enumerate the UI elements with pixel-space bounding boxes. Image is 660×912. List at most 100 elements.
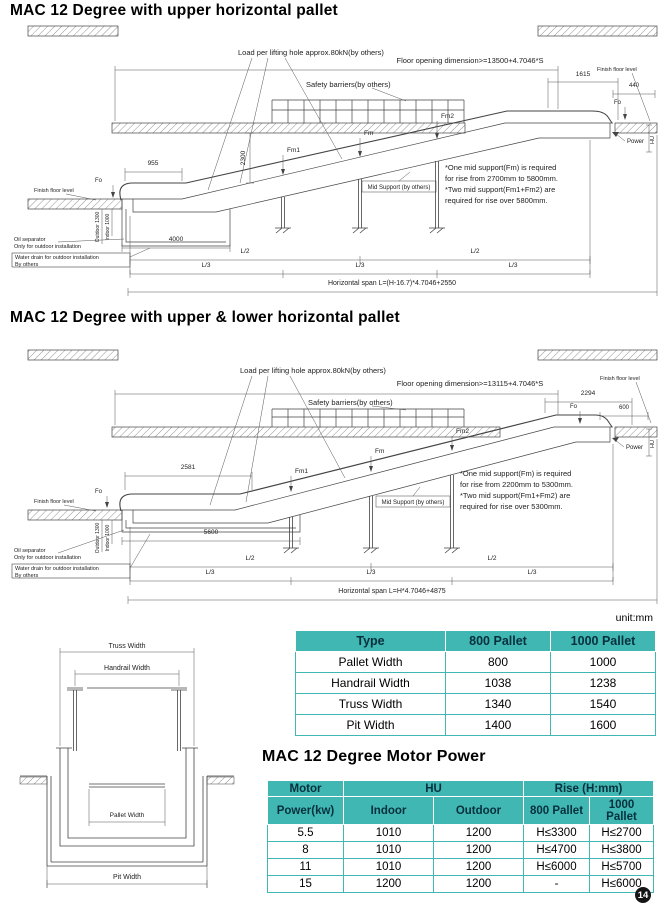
handrail-posts: [67, 687, 187, 751]
dim-label-l3-a: L/3: [205, 569, 214, 576]
fm-label: Fm: [375, 448, 384, 455]
table-row-pallet-width: Pallet Width 800 1000: [295, 651, 656, 673]
water-drain-line2: By others: [15, 573, 38, 579]
deck-line: [122, 426, 613, 511]
cell-value: 1340: [445, 693, 551, 715]
horizontal-span-label: Horizontal span L=H*4.7046+4875: [338, 588, 446, 595]
oil-separator-line1: Oil separator: [14, 237, 46, 243]
cell-outdoor: 1200: [433, 875, 524, 893]
cross-section-dimension-lines: [46, 648, 208, 888]
note-line-3: *Two mid support(Fm1+Fm2) are: [460, 491, 570, 500]
cell-indoor: 1010: [343, 841, 434, 859]
motor-power-table: Motor HU Rise (H:mm) Power(kw) Indoor Ou…: [267, 780, 655, 893]
note-line-1: *One mid support(Fm) is required: [445, 163, 556, 172]
motor-header-row-1: Motor HU Rise (H:mm): [267, 780, 655, 797]
finish-floor-level-right: Finish floor level: [600, 376, 640, 382]
page-number: 14: [637, 889, 649, 901]
dim-label-1615: 1615: [576, 71, 591, 78]
safety-barrier: [271, 99, 465, 123]
cell-value: 1600: [550, 714, 656, 736]
motor-header-row-2: Power(kw) Indoor Outdoor 800 Pallet 1000…: [267, 796, 655, 825]
power-arrowhead: [612, 437, 619, 442]
motor-row-5-5: 5.5 1010 1200 H≤3300 H≤2700: [267, 824, 655, 842]
diagram1-dimension-lines: [57, 57, 658, 296]
cell-indoor: 1010: [343, 858, 434, 876]
table-row-pit-width: Pit Width 1400 1600: [295, 714, 656, 736]
ceiling-slab-left: [27, 349, 119, 361]
cell-label: Handrail Width: [295, 672, 446, 694]
truss-bottom-line: [132, 427, 611, 524]
motor-header-power: Power(kw): [267, 796, 344, 825]
cell-rise-800: H≤4700: [523, 841, 590, 859]
hu-label: HU: [650, 440, 656, 448]
hu-label: HU: [650, 136, 656, 144]
cell-outdoor: 1200: [433, 824, 524, 842]
floor-hatch-left: [19, 776, 48, 785]
cell-rise-1000: H≤5700: [588, 858, 655, 876]
truss-width-label: Truss Width: [108, 643, 145, 650]
pit-depth-dims: [101, 520, 113, 552]
fo-left-arrowhead: [105, 502, 109, 508]
pit-depth-outdoor-label: Outdoor 1300: [95, 211, 101, 242]
power-arrowhead: [612, 132, 619, 137]
span-chains: [127, 439, 658, 604]
note-line-4: required for rise over 5300mm.: [460, 502, 563, 511]
support-fm-post: [363, 496, 379, 554]
upper-landing-slab: [614, 426, 658, 438]
cell-power: 5.5: [267, 824, 344, 842]
dim-label-l3-c: L/3: [527, 569, 536, 576]
support-fm1-post: [275, 197, 291, 234]
load-label: Load per lifting hole approx.80kN(by oth…: [240, 366, 386, 375]
ceiling-slab-right: [537, 25, 658, 37]
power-label: Power: [627, 139, 644, 145]
floor-opening-label: Floor opening dimension>=13500+4.7046*S: [397, 56, 544, 65]
lower-floor-slab: [27, 509, 123, 521]
motor-row-15: 15 1200 1200 - H≤6000: [267, 875, 655, 893]
fo-left-label: Fo: [95, 178, 103, 184]
fm1-label: Fm1: [287, 147, 300, 154]
support-fm-post: [352, 179, 368, 234]
power-label: Power: [626, 445, 643, 451]
pit-depth-dims: [101, 209, 113, 244]
dim-2300: [246, 132, 254, 184]
cross-section-structure: [19, 687, 235, 867]
fo-left-arrowhead: [111, 192, 115, 198]
section1-title: MAC 12 Degree with upper horizontal pall…: [10, 2, 338, 19]
note-line-3: *Two mid support(Fm1+Fm2) are: [445, 185, 555, 194]
cell-rise-1000: H≤2700: [588, 824, 655, 842]
dim-1615: [547, 78, 619, 120]
upper-floor-slab: [111, 122, 466, 134]
ceiling-slab-right: [537, 349, 658, 361]
table-row-truss-width: Truss Width 1340 1540: [295, 693, 656, 715]
safety-barriers-label: Safety barriers(by others): [308, 398, 393, 407]
cell-power: 11: [267, 858, 344, 876]
water-drain-line2: By others: [15, 262, 38, 268]
dim-header-type: Type: [295, 630, 446, 652]
dim-label-5600: 5600: [204, 529, 219, 536]
cell-rise-800: H≤6000: [523, 858, 590, 876]
upper-floor-slab: [111, 426, 501, 438]
span-chains: [127, 135, 658, 296]
dimension-table: Type 800 Pallet 1000 Pallet Pallet Width…: [295, 630, 656, 736]
dim-2581: [124, 472, 253, 490]
motor-header-rise-800: 800 Pallet: [523, 796, 590, 825]
dim-label-l2-b: L/2: [487, 555, 496, 562]
oil-separator-line2: Only for outdoor installation: [14, 244, 81, 250]
horizontal-span-label: Horizontal span L=(H-16.7)*4.7046+2550: [328, 280, 456, 287]
diagram1-structure: [11, 25, 658, 268]
truss-u-channel: [56, 747, 198, 847]
fo-right-label: Fo: [614, 100, 622, 106]
dimension-table-header-row: Type 800 Pallet 1000 Pallet: [295, 630, 656, 652]
handrail-width-dim: [74, 670, 180, 686]
dim-label-l3-b: L/3: [355, 262, 364, 269]
dim-label-l2-b: L/2: [470, 248, 479, 255]
cell-label: Pit Width: [295, 714, 446, 736]
dim-label-l3-b: L/3: [366, 569, 375, 576]
finish-floor-level-left: Finish floor level: [34, 188, 74, 194]
cell-outdoor: 1200: [433, 858, 524, 876]
pit-depth-outdoor-label: Outdoor 1300: [95, 522, 101, 553]
cell-indoor: 1010: [343, 824, 434, 842]
motor-row-8: 8 1010 1200 H≤4700 H≤3800: [267, 841, 655, 859]
dim-label-600: 600: [619, 405, 630, 411]
